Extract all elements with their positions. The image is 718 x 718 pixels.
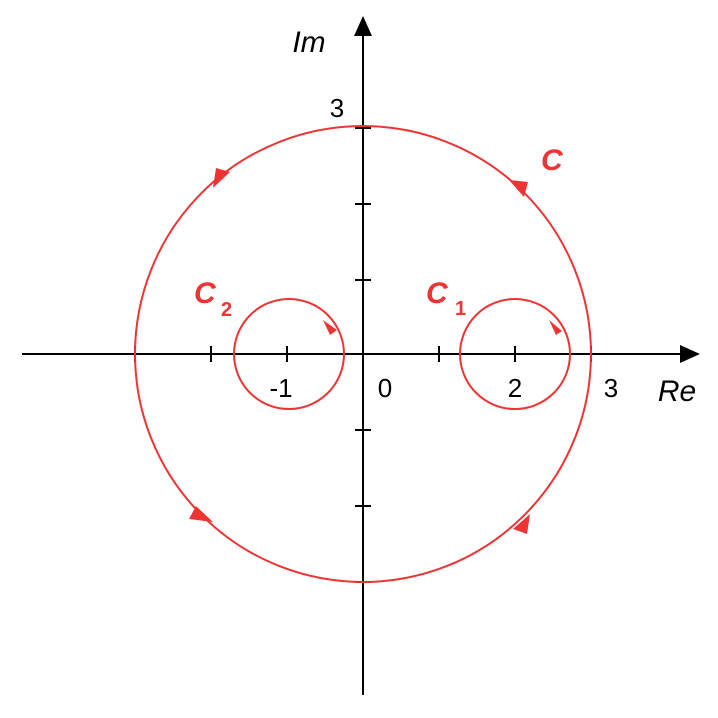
contour-c xyxy=(134,125,592,583)
real-axis-label: Re xyxy=(658,375,696,408)
contour-c-arrow-lower-left xyxy=(189,506,213,522)
imaginary-axis-label: Im xyxy=(292,26,325,59)
real-axis-arrow xyxy=(680,345,700,363)
contour-c2-subscript: 2 xyxy=(221,299,232,321)
x-tick-label-3: 3 xyxy=(604,373,618,403)
contour-c1 xyxy=(459,298,571,410)
x-tick-label-2: 2 xyxy=(508,373,522,403)
contour-c1-label: C 1 xyxy=(426,277,466,320)
imaginary-axis-arrow xyxy=(354,16,372,36)
contour-c-arrow-lower-right xyxy=(513,514,530,534)
contour-c2-letter: C xyxy=(194,277,217,310)
contour-c-label: C xyxy=(541,144,564,177)
y-tick-label-3: 3 xyxy=(330,93,344,123)
contour-c-arrow-upper-right xyxy=(509,180,528,197)
contour-c1-letter: C xyxy=(426,277,449,310)
contour-c2-arrow xyxy=(323,320,337,335)
x-tick-label-0: 0 xyxy=(378,373,392,403)
contour-c1-arrow xyxy=(549,320,562,335)
contour-c2 xyxy=(233,298,345,410)
contour-c-arrow-upper-left xyxy=(213,168,230,188)
contour-c2-label: C 2 xyxy=(194,277,232,321)
x-tick-label-neg1: -1 xyxy=(269,373,292,403)
contour-c1-subscript: 1 xyxy=(455,298,466,320)
